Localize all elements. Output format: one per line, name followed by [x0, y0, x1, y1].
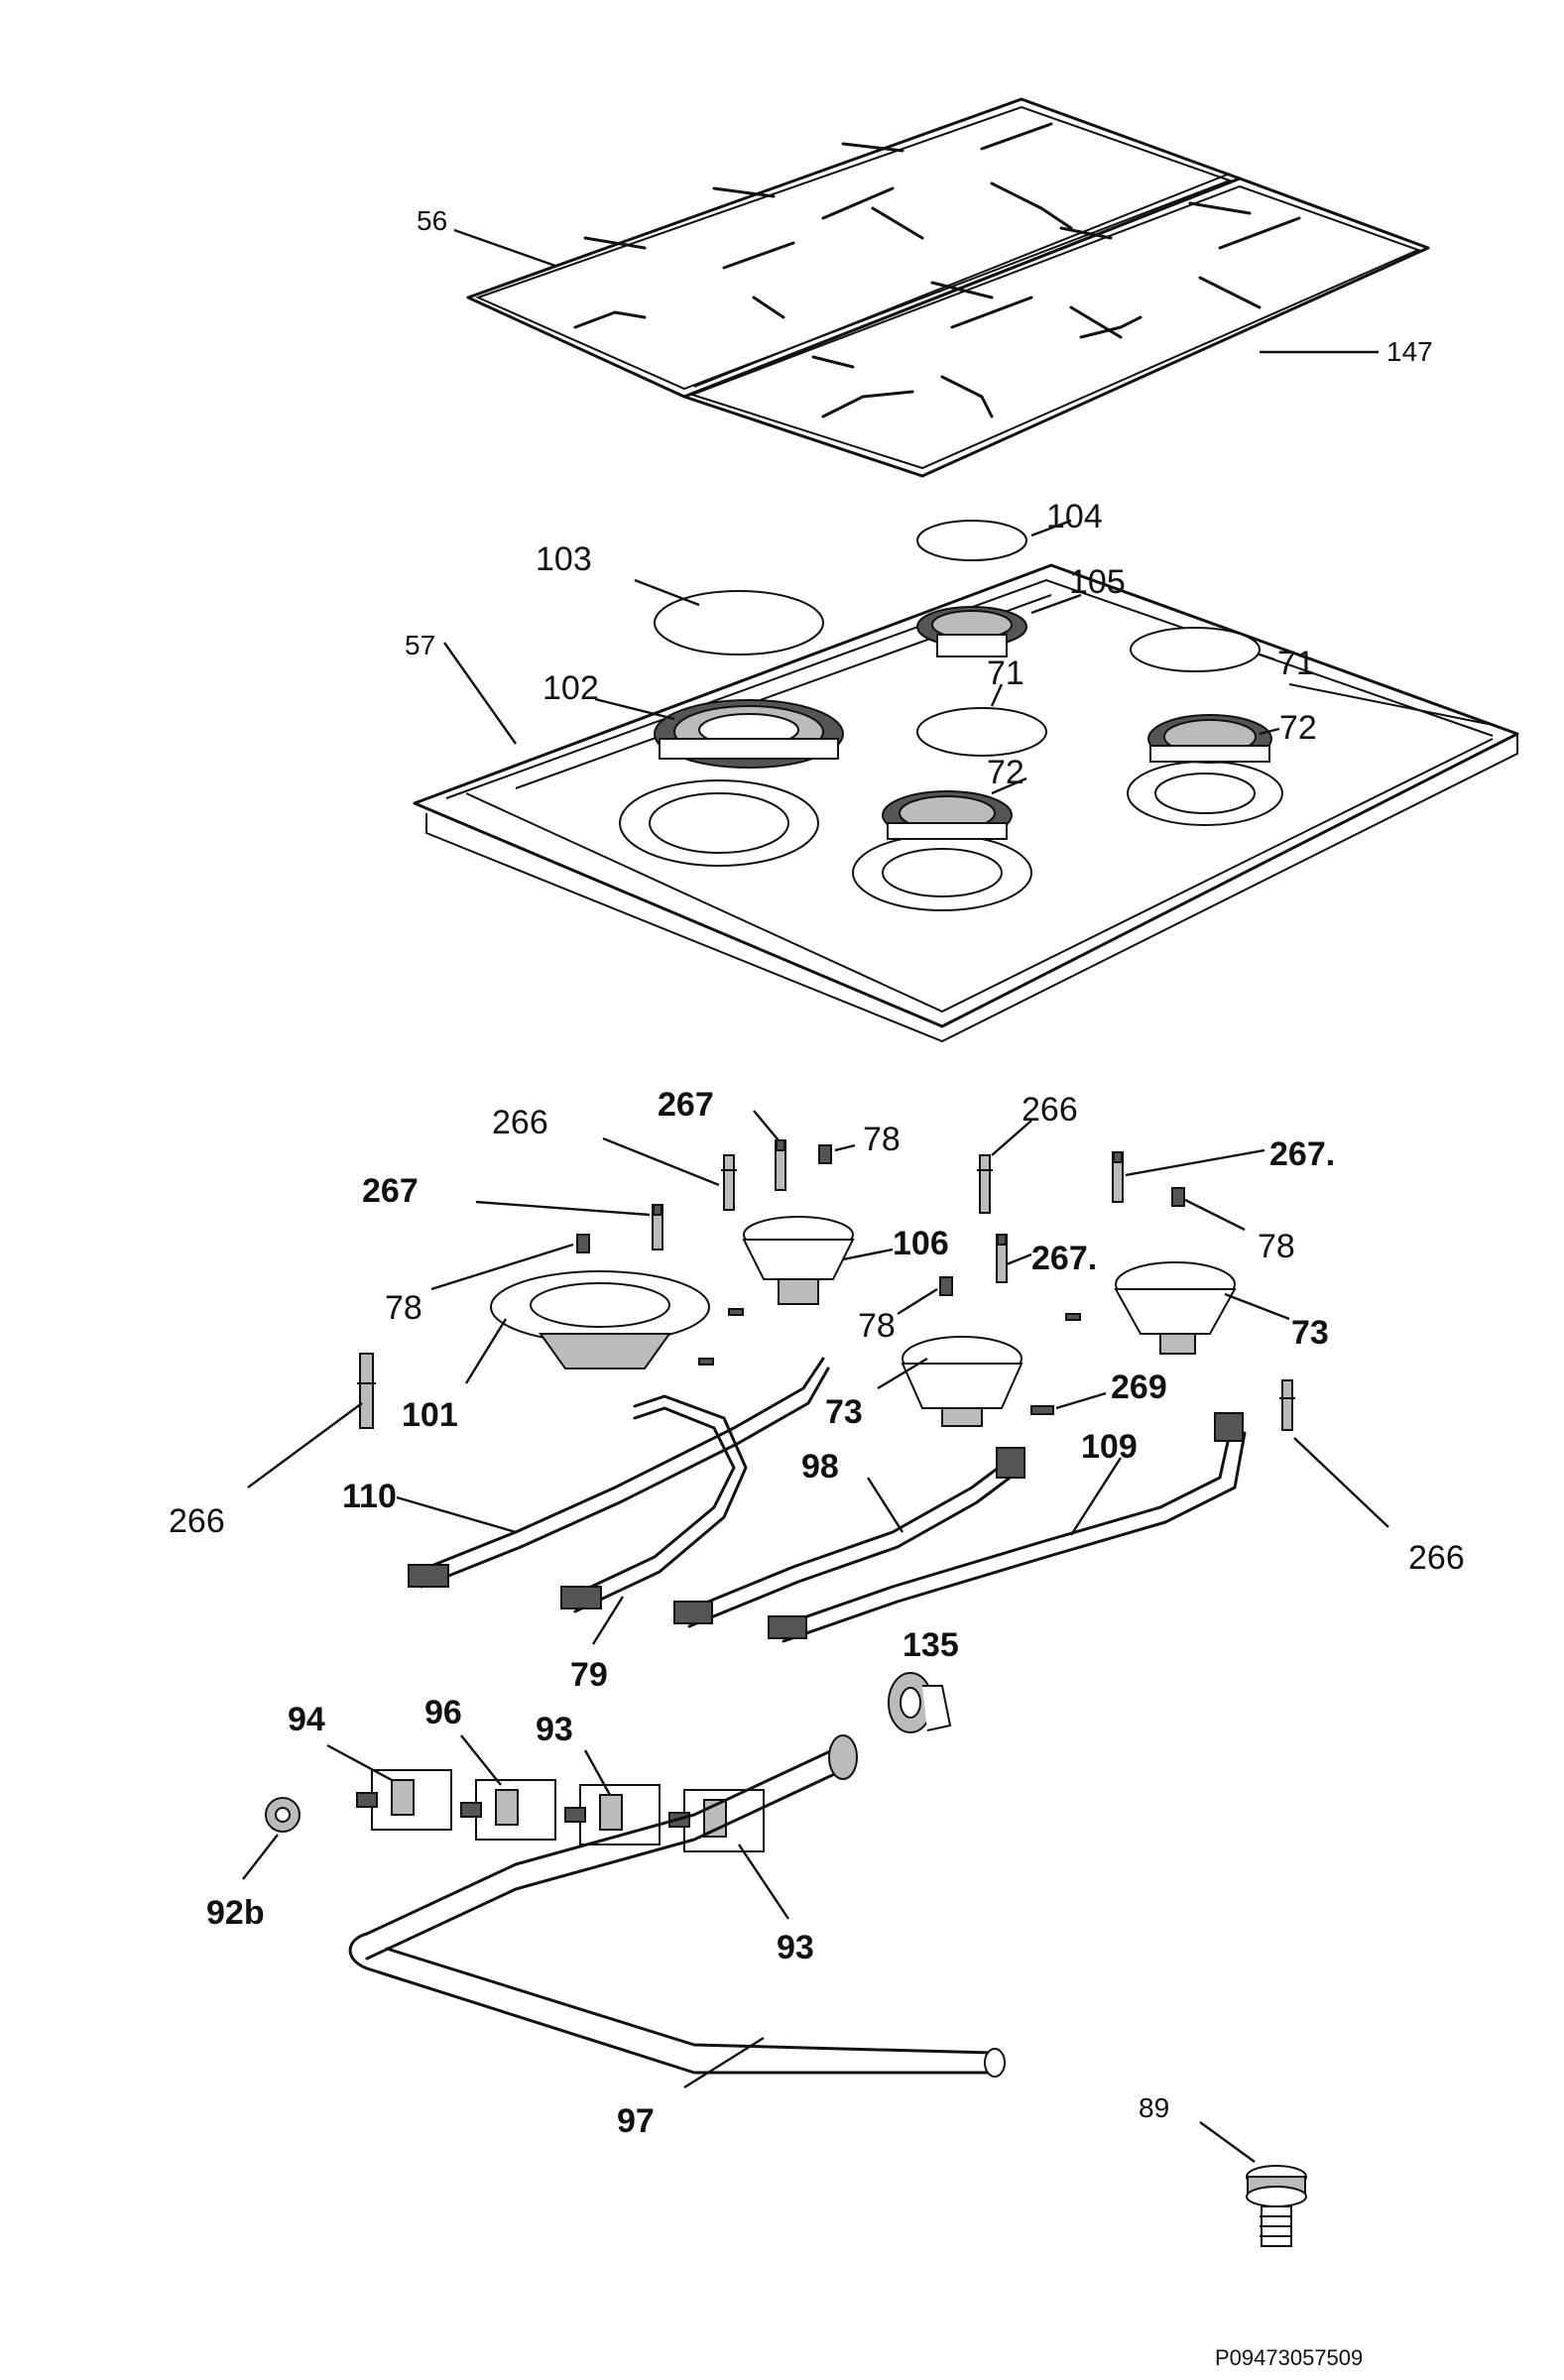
label-267-d: 267. [1269, 1135, 1335, 1173]
label-110: 110 [342, 1478, 397, 1515]
hob-top [413, 563, 1519, 1043]
burner-body-73-b [901, 1336, 1023, 1427]
label-266-a: 266 [492, 1104, 548, 1141]
clip [728, 1308, 744, 1316]
label-97: 97 [617, 2102, 655, 2140]
burner-body-73-a [1114, 1261, 1237, 1355]
label-269: 269 [1111, 1368, 1167, 1406]
label-266-b: 266 [1022, 1091, 1078, 1129]
elbow-135 [888, 1672, 952, 1733]
label-71-a: 71 [987, 654, 1024, 692]
label-109: 109 [1081, 1428, 1138, 1466]
label-98: 98 [801, 1448, 839, 1486]
gas-pipes [408, 1357, 1247, 1643]
label-73-b: 73 [825, 1393, 863, 1431]
label-103: 103 [536, 540, 592, 578]
thermocouple-266-c [357, 1353, 376, 1429]
label-72-b: 72 [1279, 709, 1317, 747]
label-267-a: 267 [658, 1086, 714, 1124]
label-93-a: 93 [536, 1711, 573, 1748]
clip [698, 1358, 714, 1366]
thermocouple-266-d [1279, 1379, 1295, 1431]
label-78-c: 78 [858, 1307, 896, 1345]
label-135: 135 [902, 1626, 959, 1664]
cover-103 [654, 590, 824, 655]
label-266-d: 266 [1408, 1539, 1465, 1577]
label-73-a: 73 [1291, 1314, 1329, 1352]
burner-72-b [1147, 714, 1272, 764]
pan-support-grids [466, 97, 1430, 478]
label-78-d: 78 [1258, 1228, 1295, 1265]
reference-code: P09473057509 [1215, 2345, 1363, 2370]
label-267-b: 267 [362, 1172, 419, 1210]
label-267-c: 267. [1031, 1240, 1097, 1277]
label-92b: 92b [206, 1894, 265, 1932]
label-78-a: 78 [863, 1121, 901, 1158]
label-56: 56 [417, 205, 447, 236]
label-101: 101 [402, 1396, 458, 1434]
connector-89 [1246, 2165, 1307, 2247]
thermocouple-266-a [721, 1154, 737, 1211]
burner-72-a [882, 790, 1013, 840]
label-57: 57 [405, 630, 435, 660]
label-78-b: 78 [385, 1289, 422, 1327]
label-105: 105 [1069, 563, 1126, 601]
manifold-97 [348, 1734, 1006, 2078]
label-89: 89 [1139, 2092, 1169, 2123]
injector-78-d [1171, 1187, 1185, 1207]
burner-body-106 [742, 1216, 855, 1305]
cover-71-a [916, 707, 1047, 757]
burner-cap-105 [916, 606, 1027, 657]
label-72-a: 72 [987, 754, 1024, 791]
thermocouple-266-b [977, 1154, 993, 1214]
injector-78-c [939, 1276, 953, 1296]
label-79: 79 [570, 1656, 608, 1694]
electrode-267-c [996, 1234, 1008, 1283]
burner-102 [654, 699, 844, 769]
label-106: 106 [893, 1225, 949, 1262]
electrode-267-b [652, 1204, 663, 1250]
gas-taps [356, 1769, 765, 1852]
label-104: 104 [1046, 498, 1103, 536]
injector-78-b [576, 1234, 590, 1253]
label-96: 96 [424, 1694, 462, 1731]
injector-78-a [818, 1144, 832, 1164]
burner-body-101 [490, 1270, 710, 1369]
label-266-c: 266 [169, 1502, 225, 1540]
cover-71-b [1130, 627, 1261, 672]
label-147: 147 [1386, 336, 1433, 367]
knob-92b [265, 1797, 301, 1833]
cover-104 [916, 520, 1027, 561]
electrode-267-d [1112, 1151, 1124, 1203]
label-94: 94 [288, 1701, 325, 1738]
label-102: 102 [542, 669, 599, 707]
label-71-b: 71 [1277, 645, 1315, 682]
label-93-b: 93 [777, 1929, 814, 1966]
clip [1065, 1313, 1081, 1321]
screw-269 [1030, 1405, 1054, 1415]
electrode-267-a [775, 1139, 786, 1191]
